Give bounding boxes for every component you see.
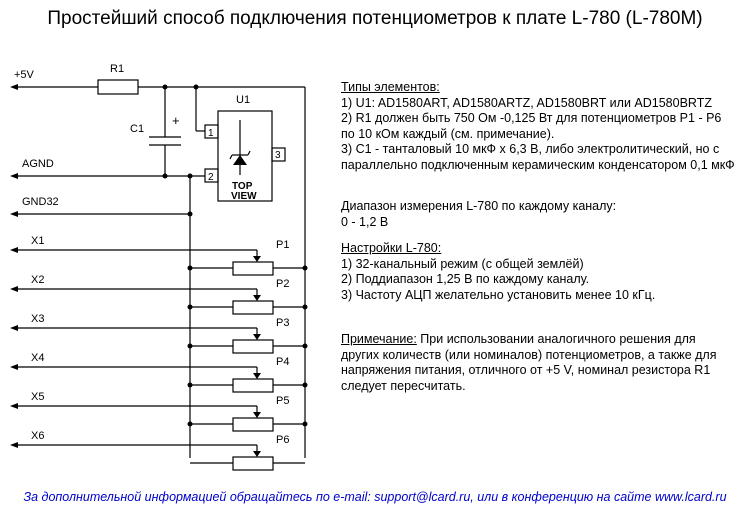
element-types-line: 3) C1 - танталовый 10 мкФ х 6,3 В, либо … [341, 142, 720, 157]
potentiometer-body [232, 339, 274, 354]
range-line: Диапазон измерения L-780 по каждому кана… [341, 199, 617, 213]
potentiometer-body [232, 417, 274, 432]
channel-x-label: X4 [31, 352, 44, 364]
potentiometer-label: P4 [276, 356, 289, 368]
net-5v-label: +5V [14, 69, 35, 81]
junction-dot [302, 304, 308, 310]
note-line: При использовании аналогичного решения д… [416, 332, 696, 346]
note-block: Примечание: При использовании аналогично… [341, 332, 716, 394]
note-line: напряжения питания, отличного от +5 V, н… [341, 363, 711, 378]
potentiometer-body [232, 378, 274, 393]
wiper-arrow [253, 334, 261, 340]
net-agnd-label: AGND [22, 158, 54, 170]
net-gnd32-label: GND32 [22, 196, 59, 208]
channel-x-label: X6 [31, 430, 44, 442]
range-block: Диапазон измерения L-780 по каждому кана… [341, 199, 616, 230]
junction-dot [187, 265, 193, 271]
note-line: следует пересчитать. [341, 378, 466, 393]
wiper-arrow [253, 412, 261, 418]
settings-line: 1) 32-канальный режим (с общей землёй) [341, 256, 584, 271]
arrow-icon [10, 247, 18, 253]
page-title: Простейший способ подключения потенциоме… [47, 8, 703, 29]
potentiometer-body [232, 456, 274, 471]
junction-dot [302, 382, 308, 388]
arrow-icon [10, 403, 18, 409]
wiper-arrow [253, 451, 261, 457]
u1-label: U1 [236, 94, 250, 106]
settings-line: 2) Поддиапазон 1,25 В по каждому каналу. [341, 272, 590, 287]
u1-view-label: VIEW [231, 191, 257, 202]
element-types-block: Типы элементов: 1) U1: AD1580ART, AD1580… [341, 80, 735, 174]
channel-3: X3 P3 [10, 313, 308, 354]
u1-pin1: 1 [208, 128, 214, 139]
potentiometer-label: P3 [276, 317, 289, 329]
footer-contact: За дополнительной информацией обращайтес… [23, 490, 727, 504]
note-heading: Примечание: [341, 332, 417, 346]
c1-polarity: + [172, 113, 180, 128]
channel-x-label: X1 [31, 235, 44, 247]
element-types-line: 2) R1 должен быть 750 Ом -0,125 Вт для п… [341, 111, 722, 126]
potentiometer-label: P1 [276, 239, 289, 251]
settings-heading: Настройки L-780: [341, 241, 442, 255]
potentiometer-body [232, 261, 274, 276]
junction-dot [187, 304, 193, 310]
u1-pin2: 2 [208, 172, 214, 183]
channel-x-label: X5 [31, 391, 44, 403]
channel-x-label: X2 [31, 274, 44, 286]
u1-top-label: TOP [232, 181, 253, 192]
junction-dot [302, 343, 308, 349]
r1-label: R1 [110, 63, 124, 75]
potentiometer-body [232, 300, 274, 315]
range-line: 0 - 1,2 В [341, 214, 389, 229]
potentiometer-label: P2 [276, 278, 289, 290]
wiper-arrow [253, 295, 261, 301]
junction-dot [187, 382, 193, 388]
channel-x-label: X3 [31, 313, 44, 325]
junction-dot [302, 265, 308, 271]
potentiometer-label: P5 [276, 395, 289, 407]
wiper-arrow [253, 256, 261, 262]
junction-dot [302, 421, 308, 427]
channel-2: X2 P2 [10, 274, 308, 315]
note-line: других количеств (или номиналов) потенци… [341, 347, 717, 362]
wiper-arrow [253, 373, 261, 379]
junction-dot [187, 421, 193, 427]
element-types-line: 1) U1: AD1580ART, AD1580ARTZ, AD1580BRT … [341, 95, 712, 110]
settings-line: 3) Частоту АЦП желательно установить мен… [341, 287, 656, 302]
channel-6: X6 P6 [10, 430, 305, 471]
element-types-heading: Типы элементов: [341, 80, 440, 94]
channel-1: X1 P1 [10, 235, 308, 276]
settings-block: Настройки L-780: 1) 32-канальный режим (… [341, 241, 655, 303]
arrow-icon [10, 286, 18, 292]
c1-label: C1 [130, 123, 144, 135]
u1-pin3: 3 [275, 150, 281, 161]
arrow-icon [10, 325, 18, 331]
channel-4: X4 P4 [10, 352, 308, 393]
element-types-line: параллельно подключенным керамическим ко… [341, 157, 735, 172]
junction-dot [187, 343, 193, 349]
potentiometer-label: P6 [276, 434, 289, 446]
element-types-line: по 10 кОм каждый (см. примечание). [341, 126, 555, 141]
channel-5: X5 P5 [10, 391, 308, 432]
arrow-icon [10, 442, 18, 448]
arrow-icon [10, 364, 18, 370]
